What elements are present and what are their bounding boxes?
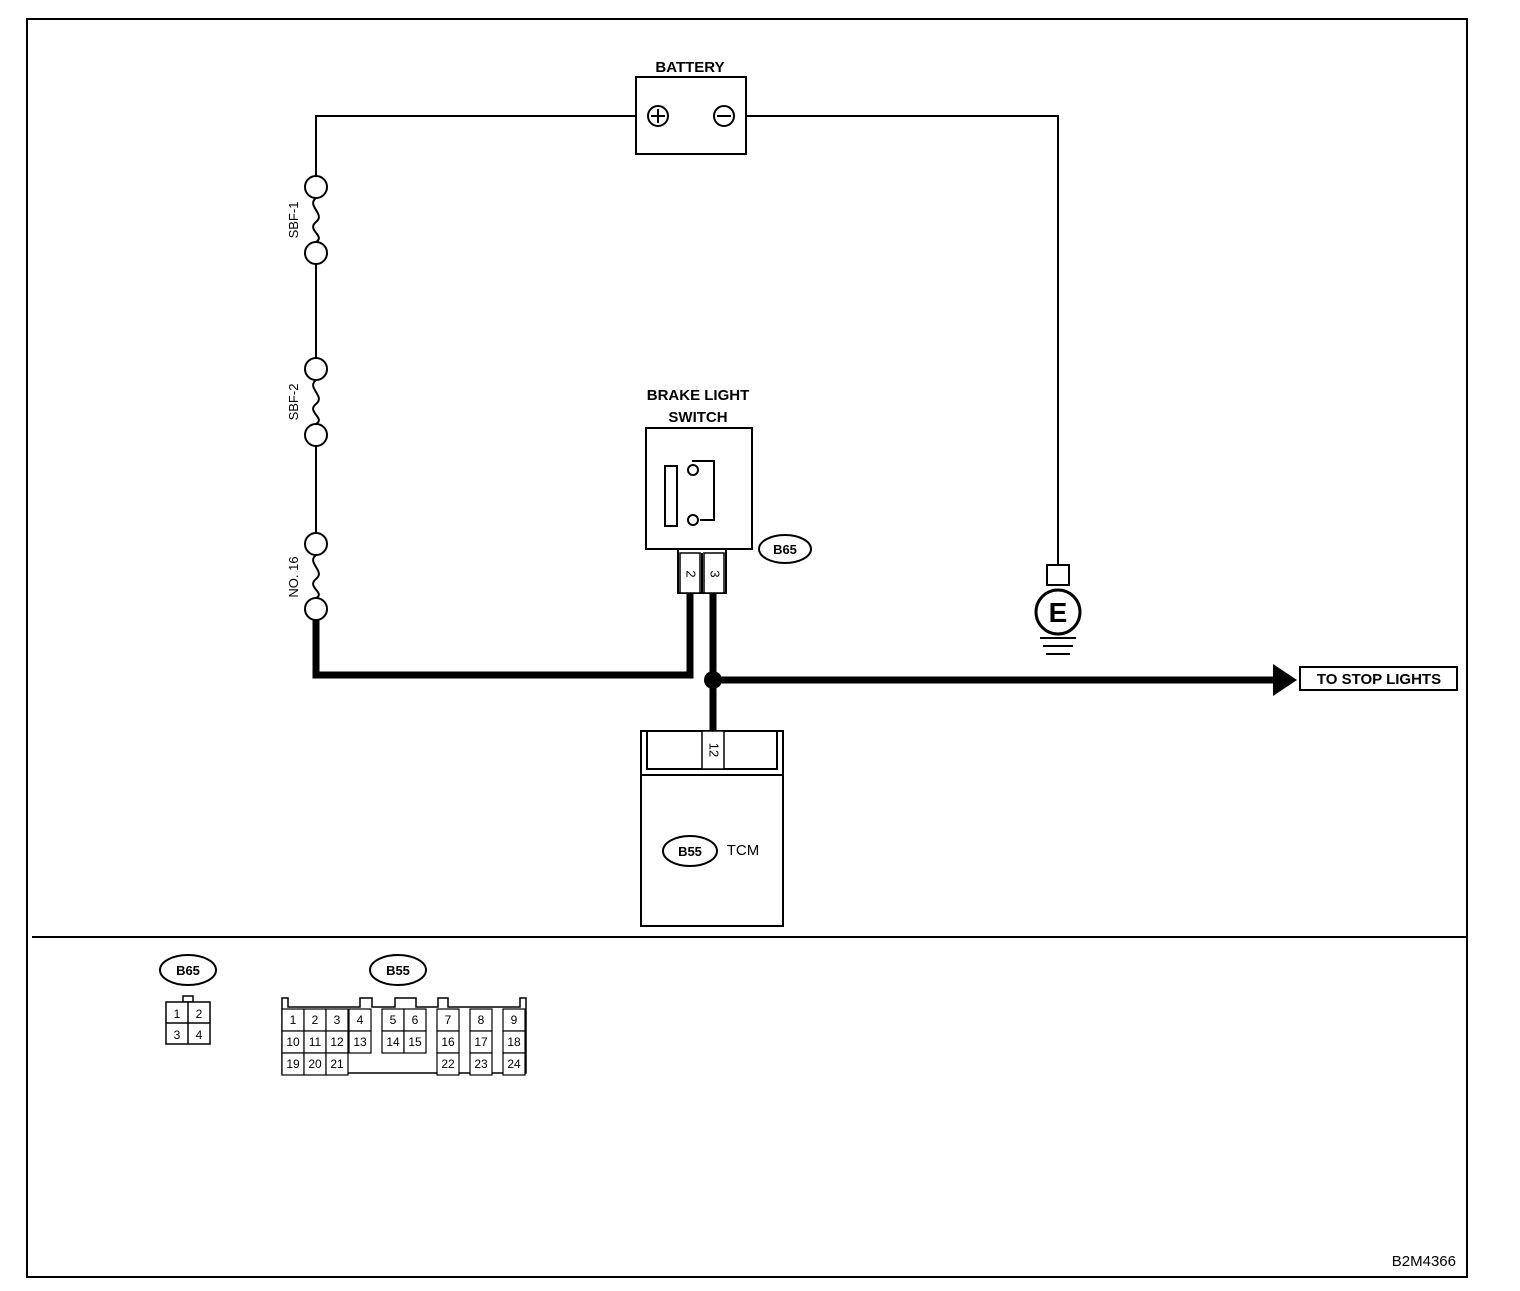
- tcm-pin-12: [701, 730, 725, 770]
- b55-pin: 2: [312, 1013, 319, 1027]
- b55-pin: 1: [290, 1013, 297, 1027]
- b55-pin: 14: [386, 1035, 400, 1049]
- b55-pin: 7: [445, 1013, 452, 1027]
- b55-pin: 21: [330, 1057, 344, 1071]
- fuse-sbf1: SBF-1: [286, 175, 328, 265]
- b55-pin-cell: [469, 1052, 493, 1076]
- page-frame: [26, 18, 1468, 1278]
- b55-pin: 22: [441, 1057, 455, 1071]
- connector-badge-b65: [758, 534, 812, 564]
- b65-pin: 2: [196, 1007, 203, 1021]
- switch-pin-3-label: 3: [708, 570, 723, 577]
- b65-pin: 3: [174, 1028, 181, 1042]
- switch-pin-2-label: 2: [684, 570, 699, 577]
- battery: BATTERY: [635, 59, 747, 155]
- brake-switch-label-line1: BRAKE LIGHT: [647, 387, 750, 404]
- battery-label: BATTERY: [655, 59, 724, 76]
- b55-pin: 4: [357, 1013, 364, 1027]
- b55-pin: 3: [334, 1013, 341, 1027]
- wire-battery-positive: [315, 115, 636, 176]
- connector-badge-b65-label: B65: [773, 542, 797, 557]
- wire-battery-ground: [746, 115, 1059, 565]
- tcm-label: TCM: [727, 842, 760, 859]
- b65-pin: 1: [174, 1007, 181, 1021]
- b55-pin: 11: [309, 1035, 322, 1049]
- switch-contact-top: [687, 464, 699, 476]
- b55-pin-cell: [436, 1052, 460, 1076]
- b55-pin: 9: [511, 1013, 518, 1027]
- wire-fuse-to-switch: [312, 593, 694, 679]
- figure-code: B2M4366: [1392, 1253, 1456, 1270]
- tcm-pin-12-label: 12: [707, 743, 722, 757]
- connector-view-b55-label: B55: [386, 963, 410, 978]
- battery-positive-icon: [647, 105, 669, 127]
- b55-pin: 20: [308, 1057, 322, 1071]
- b55-pin-cell: [348, 1030, 372, 1054]
- b55-pin: 24: [507, 1057, 521, 1071]
- brake-switch-body: [645, 427, 753, 550]
- fuse-sbf2: SBF-2: [286, 357, 328, 447]
- b55-pin: 18: [507, 1035, 521, 1049]
- arrow-icon: [1273, 664, 1297, 696]
- connector-view-b65: B65 1 2 3 4: [159, 954, 217, 1045]
- b55-pin: 13: [353, 1035, 367, 1049]
- b55-pin-cell: [325, 1052, 349, 1076]
- b55-pin: 17: [474, 1035, 488, 1049]
- switch-contact-bottom: [687, 514, 699, 526]
- b55-pin: 8: [478, 1013, 485, 1027]
- switch-pin-3: [703, 552, 725, 594]
- brake-light-switch: BRAKE LIGHT SWITCH 2 3 B65: [645, 387, 812, 594]
- brake-switch-label-line2: SWITCH: [668, 409, 727, 426]
- connector-view-b65-label: B65: [176, 963, 200, 978]
- b55-pin: 19: [286, 1057, 300, 1071]
- b55-pin: 10: [286, 1035, 300, 1049]
- ground-symbol: E: [1034, 564, 1082, 655]
- b55-pin: 12: [330, 1035, 344, 1049]
- ground-label: E: [1049, 597, 1068, 628]
- splice-node: [704, 671, 722, 689]
- switch-contact-path: [692, 460, 715, 521]
- b55-pin: 16: [441, 1035, 455, 1049]
- stop-lights-label: TO STOP LIGHTS: [1317, 671, 1441, 688]
- connector-badge-b55: [662, 835, 718, 867]
- b55-pin: 15: [408, 1035, 422, 1049]
- b55-pin: 5: [390, 1013, 397, 1027]
- fuse-sbf1-label: SBF-1: [286, 202, 301, 239]
- tcm-module: 12 B55 TCM: [640, 730, 784, 927]
- switch-plunger: [664, 465, 678, 527]
- fuse-sbf2-label: SBF-2: [286, 384, 301, 421]
- battery-negative-icon: [713, 105, 735, 127]
- b55-pin-cell: [403, 1030, 427, 1054]
- fuse-no16-label: NO. 16: [286, 556, 301, 597]
- b55-pin: 23: [474, 1057, 488, 1071]
- b55-pin-cell: [502, 1052, 526, 1076]
- stop-lights-ref: TO STOP LIGHTS: [1299, 666, 1458, 691]
- switch-pin-2: [679, 552, 701, 594]
- fuse-no16: NO. 16: [286, 532, 328, 621]
- b65-pin: 4: [196, 1028, 203, 1042]
- b55-pin: 6: [412, 1013, 419, 1027]
- connector-badge-b55-label: B55: [678, 844, 702, 859]
